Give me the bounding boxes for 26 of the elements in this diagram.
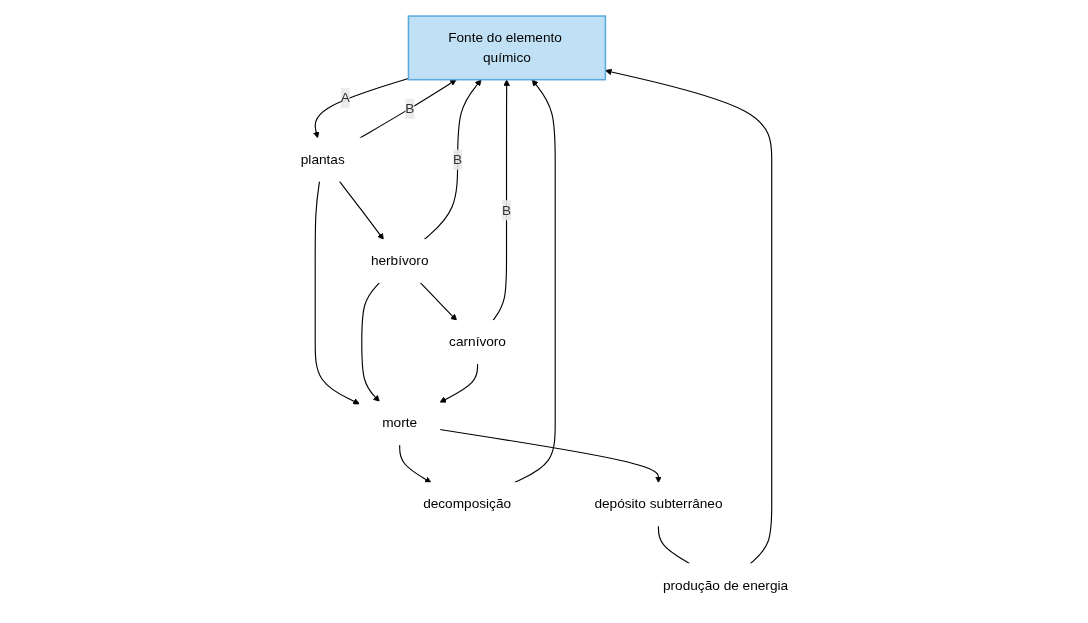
arrow [604,68,772,565]
node-box: Fonte do elemento químico [407,15,606,81]
arrow [491,79,510,322]
arrow [312,77,409,139]
connector [657,525,690,565]
node-text: herbívoro [370,253,429,269]
arrow [398,444,432,483]
arrow [423,79,482,241]
arrow [419,282,457,321]
edge-label: A [340,90,350,106]
arrow [314,180,360,405]
arrow [338,180,384,240]
arrow [438,428,662,483]
node-text: plantas [300,151,345,167]
edge-label: B [452,151,462,167]
edge-label: B [404,100,415,117]
arrow [358,79,457,139]
node-text: depósito subterrâneo [593,496,723,512]
node-text: morte [381,415,417,431]
node-text: produção de energia [662,577,788,593]
arrow [439,363,478,403]
edge-label: B [501,202,511,218]
arrow [360,282,380,402]
node-text: carnívoro [448,334,506,350]
node-text: decomposição [422,496,511,512]
arrow [513,79,556,484]
